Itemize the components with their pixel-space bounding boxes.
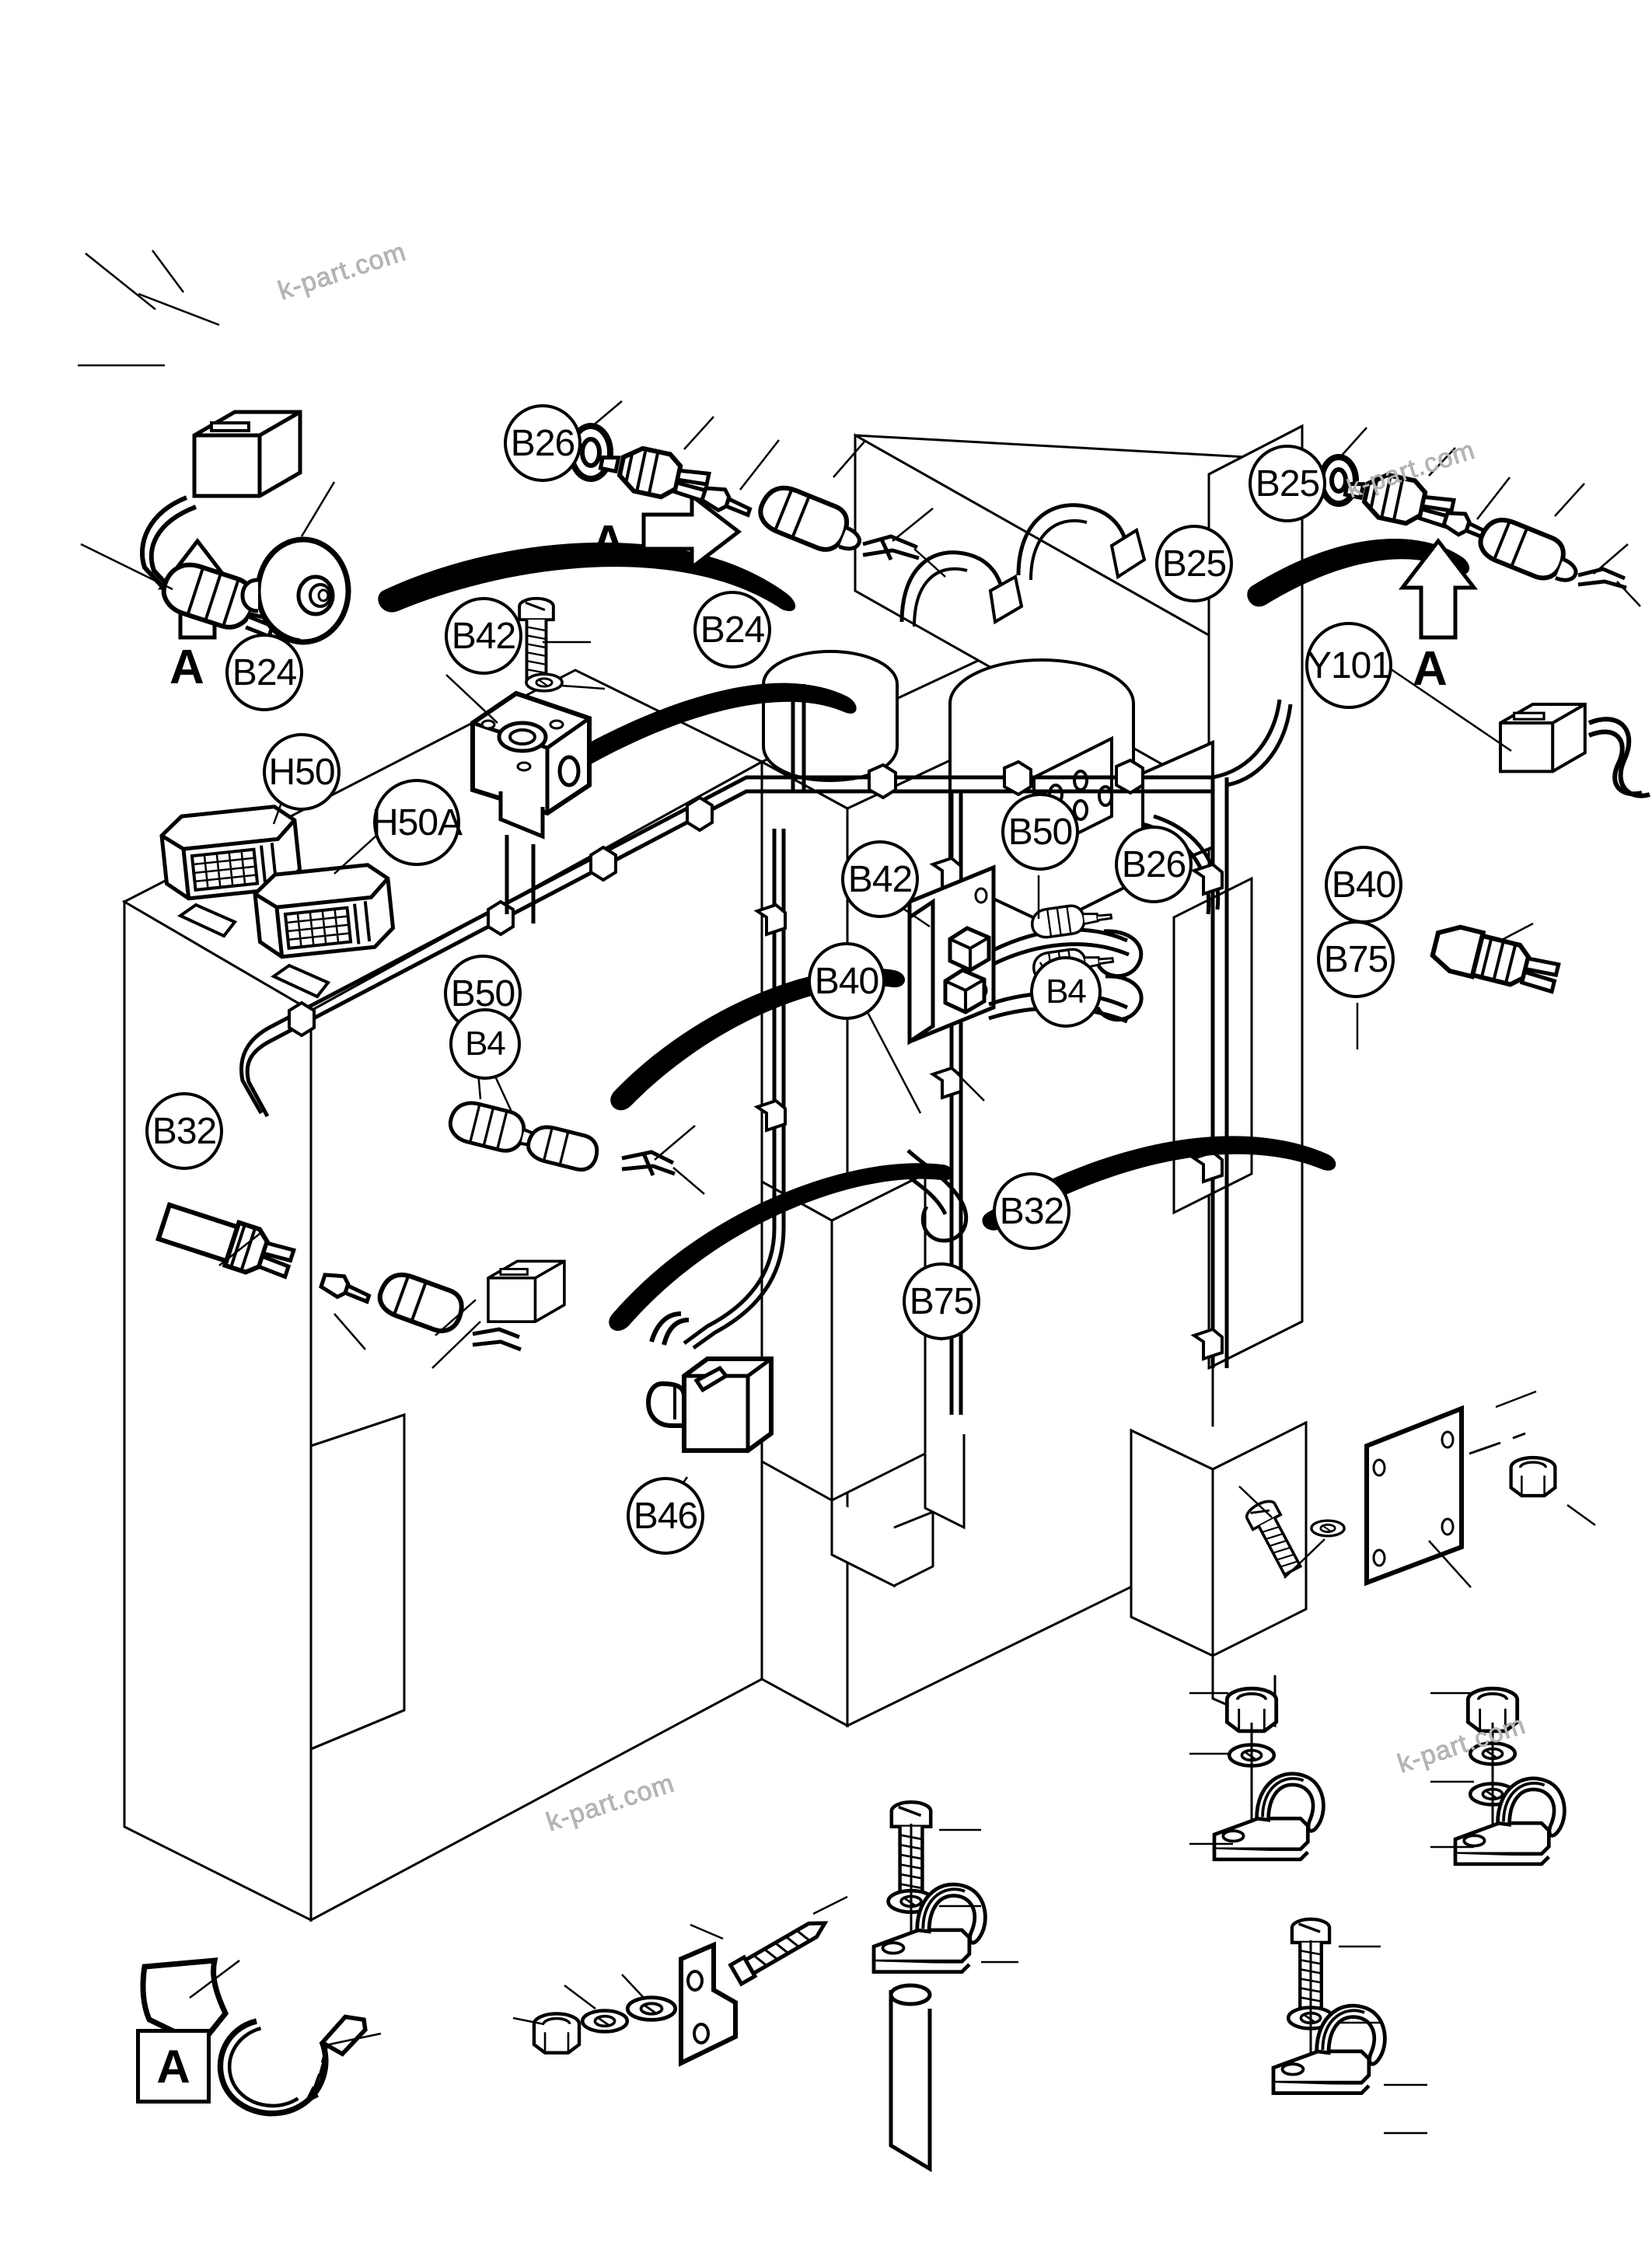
hardware-clamp-stack-right [1430, 1688, 1564, 1864]
part-b50-b4-inline-group [446, 1025, 705, 1195]
callout-bubble-b24[interactable]: B24 [693, 591, 771, 669]
callout-bubble-h50[interactable]: H50 [263, 733, 341, 811]
section-letter: A [1413, 642, 1448, 696]
callout-label: H50A [371, 801, 463, 843]
callout-bubble-b46[interactable]: B46 [627, 1477, 704, 1555]
callout-bubble-b4[interactable]: B4 [1030, 956, 1102, 1028]
callout-label: B32 [152, 1110, 217, 1152]
part-b42-plate-group [852, 868, 1144, 1114]
section-letter: A [169, 641, 204, 694]
callout-label: B75 [1323, 938, 1388, 980]
callout-label: B24 [700, 609, 765, 651]
hardware-clamp-center [874, 1802, 1018, 2173]
callout-label: B46 [633, 1495, 698, 1537]
callout-bubble-b32[interactable]: B32 [145, 1092, 223, 1170]
callout-label: B32 [999, 1190, 1064, 1232]
part-b32-left-group [155, 1202, 566, 1369]
callout-label: B50 [450, 972, 515, 1014]
hardware-clamp-stack-left [1189, 1688, 1323, 1859]
callout-bubble-b4[interactable]: B4 [449, 1008, 521, 1080]
hardware-clamp-bottom-right [1273, 1919, 1427, 2135]
callout-label: B75 [909, 1280, 974, 1322]
callout-bubble-b25[interactable]: B25 [1249, 445, 1326, 522]
callout-label: B26 [510, 422, 575, 464]
section-letter: A [591, 516, 626, 570]
callout-label: Y101 [1306, 644, 1392, 686]
callout-label: H50 [268, 751, 335, 793]
part-b24-left-group [78, 250, 351, 645]
callout-label: B50 [1008, 811, 1073, 853]
callout-label: B4 [1046, 972, 1087, 1011]
callout-bubble-b75[interactable]: B75 [1317, 920, 1395, 998]
part-b40-b75-group [1356, 922, 1561, 1049]
callout-bubble-b24[interactable]: B24 [225, 634, 303, 711]
callout-bubble-b42[interactable]: B42 [841, 840, 919, 918]
part-b46-group [645, 1311, 774, 1509]
callout-label: B42 [451, 615, 516, 657]
callout-label: B4 [465, 1025, 506, 1063]
callout-label: B25 [1255, 463, 1320, 505]
callout-bubble-b40[interactable]: B40 [1325, 846, 1402, 924]
callout-label: B40 [1331, 864, 1396, 906]
callout-label: B25 [1161, 543, 1227, 585]
callout-bubble-b50[interactable]: B50 [1001, 793, 1079, 871]
callout-bubble-b42[interactable]: B42 [445, 597, 522, 675]
section-box-label-a: A [136, 2029, 211, 2104]
callout-label: B26 [1121, 843, 1186, 885]
callout-bubble-b40[interactable]: B40 [808, 942, 885, 1020]
callout-bubble-b25[interactable]: B25 [1155, 525, 1233, 602]
callout-label: B24 [232, 651, 297, 693]
hardware-plate-group [1238, 1390, 1596, 1588]
callout-bubble-y101[interactable]: Y101 [1305, 622, 1392, 709]
hardware-bracket-group [512, 1895, 848, 2067]
part-y101-group [1387, 665, 1650, 798]
hardware-clip-tie-group [140, 1957, 382, 2114]
callout-bubble-h50a[interactable]: H50A [371, 779, 463, 866]
callout-label: B40 [814, 960, 879, 1002]
callout-bubble-b75[interactable]: B75 [903, 1262, 980, 1340]
callout-bubble-b32[interactable]: B32 [993, 1172, 1070, 1250]
callout-bubble-b26[interactable]: B26 [1115, 826, 1193, 903]
callout-bubble-b26[interactable]: B26 [504, 404, 582, 482]
part-b25-right-group [1318, 427, 1641, 607]
part-b42-sender-group [445, 596, 606, 924]
callout-label: B42 [847, 858, 913, 900]
